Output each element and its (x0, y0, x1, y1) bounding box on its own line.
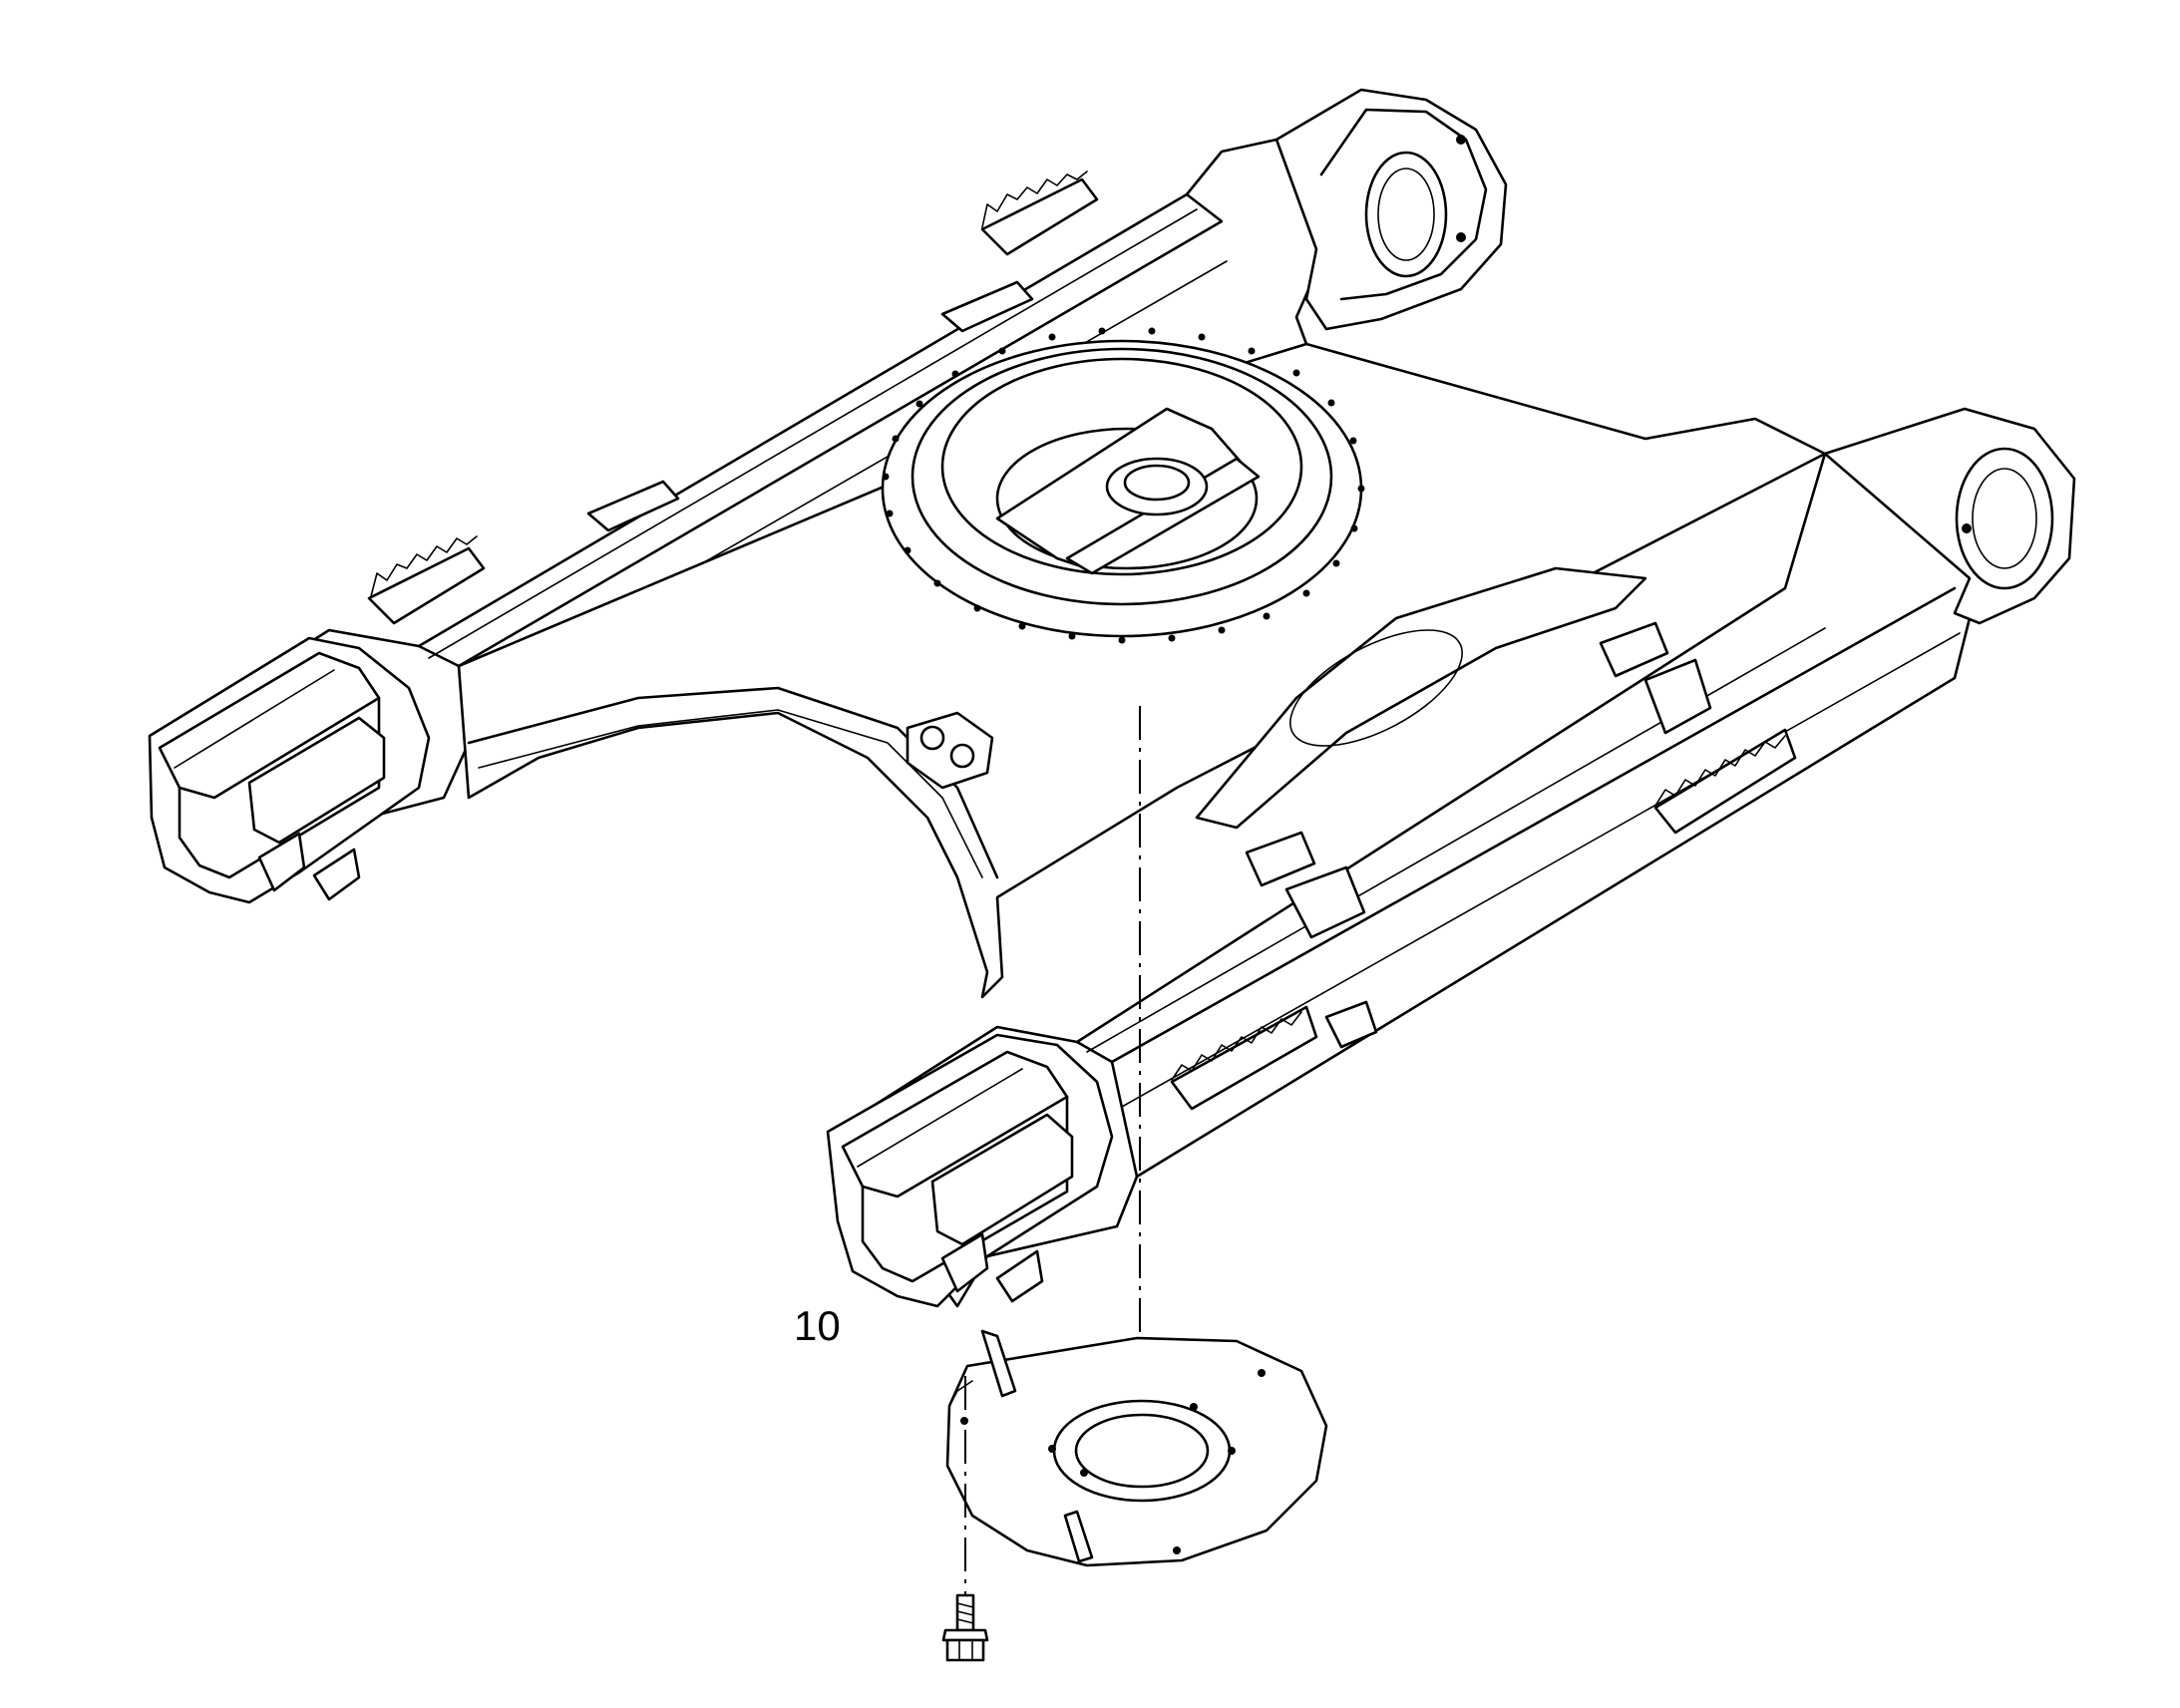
exploded-parts (941, 706, 1328, 1662)
mounting-bolt (941, 1593, 989, 1662)
callout-label-10: 10 (794, 1302, 841, 1349)
undercover-plate (945, 1329, 1328, 1567)
right-track-end (826, 1033, 1114, 1308)
bearing-bolt-holes (882, 327, 1365, 644)
center-frame (457, 327, 1827, 999)
left-track-end (148, 636, 431, 904)
right-track-frame (831, 407, 2076, 1308)
